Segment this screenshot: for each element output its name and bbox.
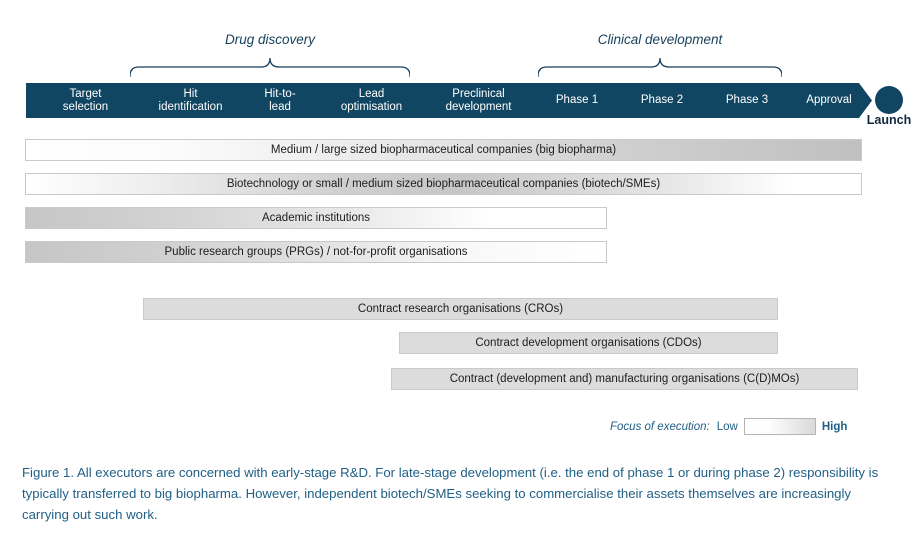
executor-bar-label: Public research groups (PRGs) / not-for-… [164,246,468,258]
brace-0 [130,57,410,77]
pipeline-stage-label: Hit-to-lead [264,88,296,113]
executor-bar-label: Biotechnology or small / medium sized bi… [226,178,661,190]
executor-bar-0: Medium / large sized biopharmaceutical c… [25,139,862,161]
launch-label: Launch [866,113,912,127]
pipeline-stage-label: Phase 3 [725,94,769,107]
executor-bar-1: Biotechnology or small / medium sized bi… [25,173,862,195]
executor-bar-label: Medium / large sized biopharmaceutical c… [270,144,617,156]
legend-title: Focus of execution: [610,420,710,433]
focus-of-execution-legend: Focus of execution: Low High [610,418,847,435]
pipeline-stage-2: Hit-to-lead [228,83,324,118]
executor-bar-label: Contract (development and) manufacturing… [449,373,800,385]
executor-bar-3: Public research groups (PRGs) / not-for-… [25,241,607,263]
pipeline-stage-5: Phase 1 [523,83,623,118]
executor-bar-6: Contract (development and) manufacturing… [391,368,858,390]
pipeline-stage-7: Phase 3 [693,83,793,118]
executor-bar-5: Contract development organisations (CDOs… [399,332,778,354]
brace-label-1: Clinical development [597,32,723,47]
pipeline-stage-6: Phase 2 [608,83,708,118]
pipeline-stage-label: Phase 2 [640,94,684,107]
launch-dot-icon [875,86,903,114]
brace-1 [538,57,782,77]
brace-label-0: Drug discovery [224,32,316,47]
pipeline-stage-8: Approval [778,83,872,118]
figure-caption: Figure 1. All executors are concerned wi… [22,465,879,522]
executor-bar-label: Contract research organisations (CROs) [357,303,564,315]
pipeline-stage-label: Phase 1 [555,94,599,107]
executor-bar-2: Academic institutions [25,207,607,229]
executor-bar-label: Academic institutions [261,212,371,224]
executor-bar-label: Contract development organisations (CDOs… [475,337,702,349]
legend-low-label: Low [716,420,738,433]
legend-gradient-swatch [743,418,816,435]
legend-high-label: High [821,420,848,433]
pipeline-stage-label: Approval [806,94,852,107]
executor-bar-4: Contract research organisations (CROs) [143,298,778,320]
